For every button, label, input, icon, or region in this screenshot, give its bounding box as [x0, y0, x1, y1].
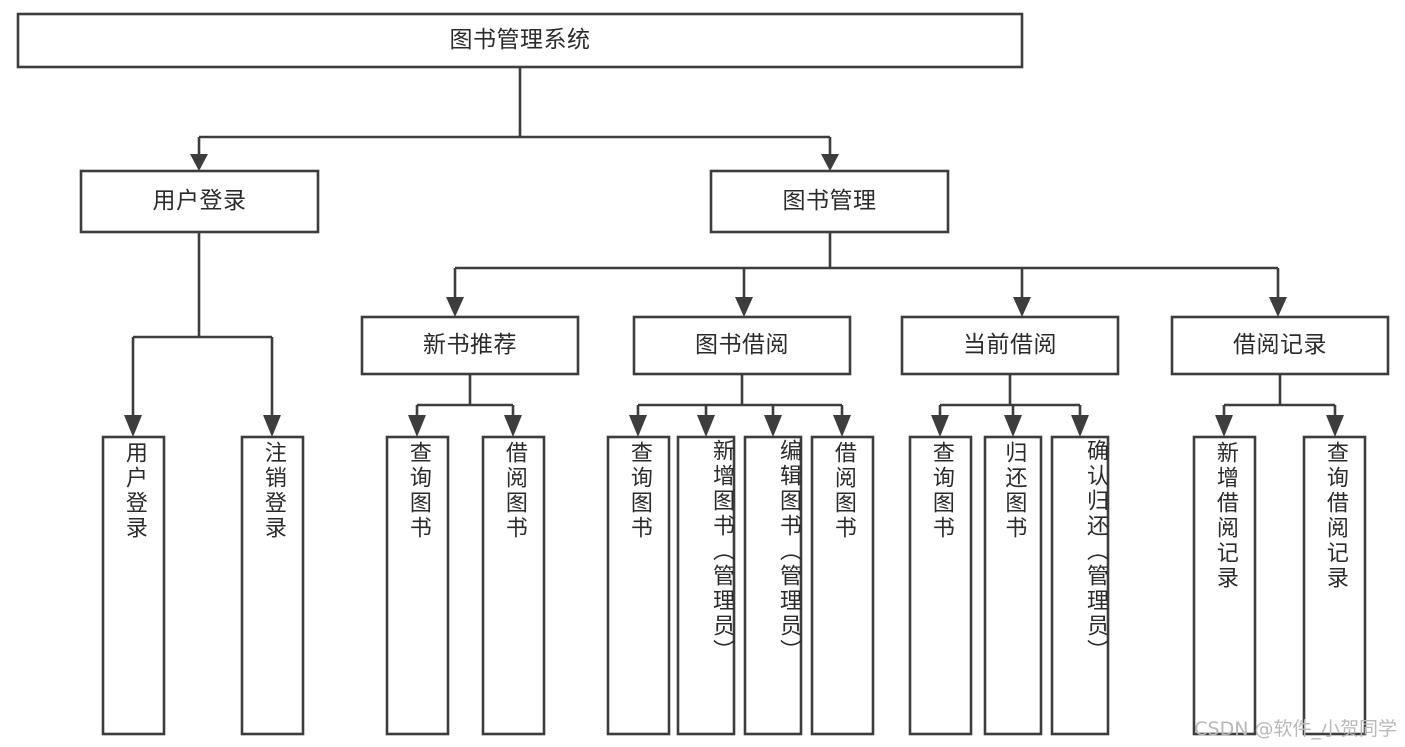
connector-currentborrow-to-leaves	[938, 374, 1082, 418]
node-box-book-borrow[interactable]	[632, 315, 852, 376]
node-box-current-borrow[interactable]	[900, 315, 1120, 376]
node-box-leaf-book-borrow-4[interactable]	[810, 435, 875, 736]
node-box-leaf-book-borrow-1[interactable]	[606, 435, 671, 736]
connector-bookborrow-to-leaves	[636, 374, 844, 418]
node-box-leaf-book-borrow-2[interactable]	[676, 435, 736, 736]
arrowhead-leaf-book-borrow-3	[764, 415, 782, 437]
arrowhead-user-login	[190, 154, 208, 171]
connector-bookmgmt-to-level3	[453, 232, 1280, 300]
arrowhead-leaf-current-borrow-1	[931, 415, 949, 437]
arrowhead-leaf-borrow-record-1	[1215, 415, 1233, 437]
arrowhead-book-management	[821, 154, 839, 171]
node-box-leaf-user-login-1[interactable]	[101, 435, 166, 736]
connector-borrowrecord-to-leaves	[1222, 374, 1337, 418]
node-box-leaf-current-borrow-2[interactable]	[983, 435, 1043, 736]
connector-newbook-to-leaves	[415, 374, 515, 418]
arrowhead-leaf-book-borrow-4	[833, 415, 851, 437]
arrowhead-leaf-current-borrow-2	[1004, 415, 1022, 437]
connector-userlogin-to-leaves	[131, 232, 274, 418]
arrowhead-leaf-current-borrow-3	[1071, 415, 1089, 437]
node-box-leaf-current-borrow-1[interactable]	[908, 435, 973, 736]
node-box-leaf-book-borrow-3[interactable]	[743, 435, 803, 736]
arrowhead-leaf-user-login-1	[124, 415, 142, 437]
node-box-leaf-borrow-record-2[interactable]	[1302, 435, 1367, 736]
node-box-new-book-recommend[interactable]	[360, 315, 580, 376]
arrowhead-leaf-new-book-1	[408, 415, 426, 437]
node-box-user-login[interactable]	[79, 169, 320, 234]
arrowhead-new-book-recommend	[446, 297, 464, 317]
arrowhead-borrow-record	[1269, 297, 1287, 317]
arrowhead-leaf-user-login-2	[263, 415, 281, 437]
arrowhead-leaf-book-borrow-2	[697, 415, 715, 437]
arrowhead-leaf-borrow-record-2	[1326, 415, 1344, 437]
node-box-book-management[interactable]	[709, 169, 950, 234]
node-box-root[interactable]	[16, 12, 1024, 69]
node-box-leaf-new-book-2[interactable]	[481, 435, 546, 736]
node-box-leaf-borrow-record-1[interactable]	[1192, 435, 1257, 736]
arrowhead-book-borrow	[735, 297, 753, 317]
arrowhead-current-borrow	[1013, 297, 1031, 317]
node-box-leaf-new-book-1[interactable]	[385, 435, 450, 736]
node-box-borrow-record[interactable]	[1170, 315, 1390, 376]
watermark: CSDN @软件_小贺同学	[1194, 718, 1397, 740]
node-box-leaf-user-login-2[interactable]	[240, 435, 305, 736]
connector-root-to-level2	[197, 67, 832, 157]
arrowhead-leaf-book-borrow-1	[629, 415, 647, 437]
node-box-leaf-current-borrow-3[interactable]	[1050, 435, 1110, 736]
arrowhead-leaf-new-book-2	[504, 415, 522, 437]
